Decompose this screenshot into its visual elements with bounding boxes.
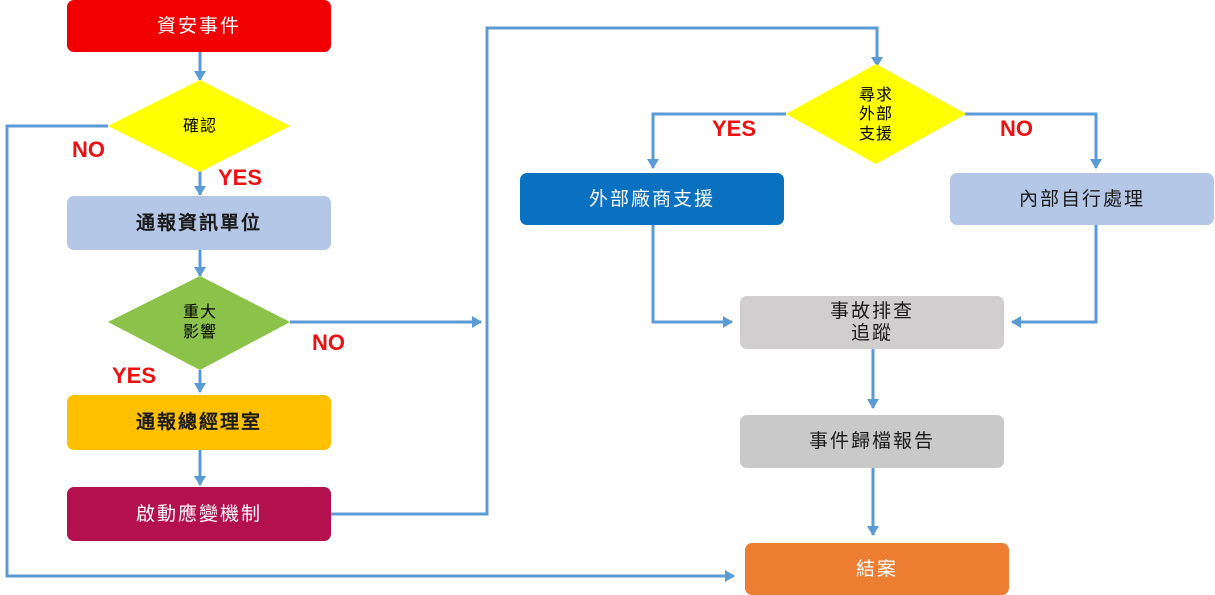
vendor-support-box: 外部廠商支援 [520,173,784,225]
internal-handle-box: 內部自行處理 [950,173,1214,225]
confirm-diamond [108,80,290,172]
arrow-external-yes-to-vendor [647,112,786,169]
troubleshoot-box: 事故排查 追蹤 [740,296,1004,349]
external-no-label: NO [1000,116,1033,141]
confirm-yes-label: YES [218,165,263,190]
arrow-confirm-no-to-close [5,124,735,582]
seek-external-diamond [786,64,966,164]
arrow-external-no-to-internal [965,112,1102,169]
confirm-no-label: NO [72,137,105,162]
line-activate-to-bus [330,26,883,516]
notify-it-box: 通報資訊單位 [67,196,331,250]
incident-box: 資安事件 [67,0,331,52]
major-impact-diamond [108,276,290,370]
activate-response-box: 啟動應變機制 [67,487,331,541]
external-yes-label: YES [712,116,757,141]
arrow-internal-to-troubleshoot [1011,225,1098,328]
major-impact-label: 重大 影響 [182,302,217,341]
seek-external-label: 尋求 外部 支援 [858,85,893,143]
close-case-box: 結案 [745,543,1009,595]
confirm-label: 確認 [182,116,217,135]
impact-yes-label: YES [112,363,157,388]
impact-no-label: NO [312,330,345,355]
arrow-vendor-to-troubleshoot [651,225,733,328]
notify-gm-box: 通報總經理室 [67,395,331,450]
archive-report-box: 事件歸檔報告 [740,415,1004,468]
